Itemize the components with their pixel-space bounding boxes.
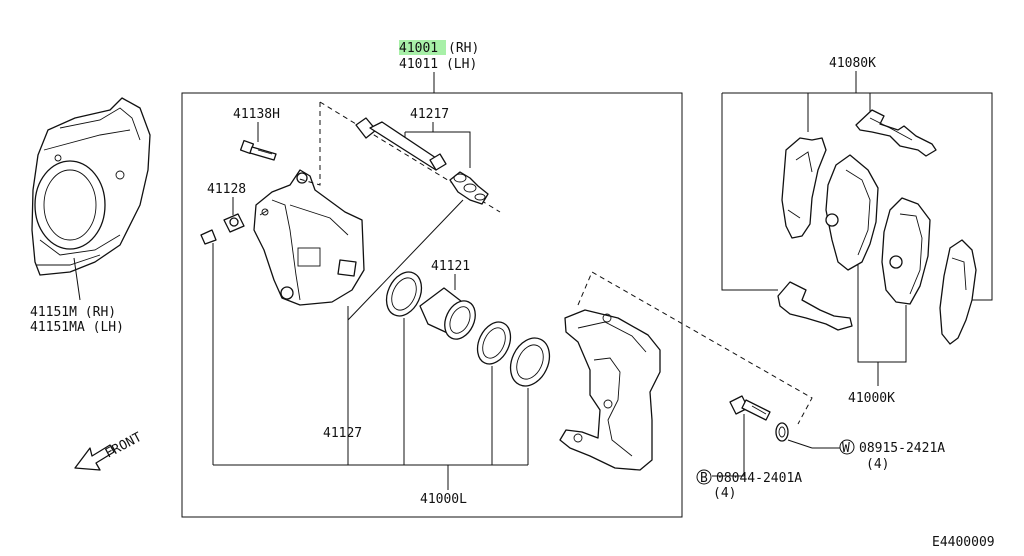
washer-prefix: W [842,441,850,456]
label-41001-number[interactable]: 41001 [399,41,438,56]
label-41128[interactable]: 41128 [207,182,246,197]
pin-boot[interactable] [449,171,489,205]
label-41151ma[interactable]: 41151MA (LH) [30,320,124,335]
label-41127[interactable]: 41127 [323,426,362,441]
label-bolt-qty: (4) [713,486,736,501]
label-41000k[interactable]: 41000K [848,391,895,406]
label-41080k[interactable]: 41080K [829,56,876,71]
label-41217[interactable]: 41217 [410,107,449,122]
bleeder-screw[interactable] [200,213,245,245]
part-highlight [399,40,446,55]
label-41000l[interactable]: 41000L [420,492,467,507]
caliper-body[interactable] [253,169,365,306]
piston-boot[interactable] [471,317,517,370]
mounting-bolt[interactable] [729,395,771,421]
front-label: FRONT [103,430,145,462]
bolt-prefix: B [700,471,708,486]
torque-member[interactable] [559,309,661,471]
washer-symbol [839,439,855,455]
brake-pad-inner[interactable] [881,197,931,305]
caliper-bolt[interactable] [239,139,277,161]
label-41001-side: (RH) [448,41,479,56]
baffle-plate[interactable] [31,97,151,276]
bolt-symbol [696,469,712,485]
pad-shim-outer[interactable] [781,137,827,239]
caliper-assembly-box [181,92,683,518]
guide-pin[interactable] [355,117,447,171]
pad-shim-top[interactable] [855,109,937,157]
pad-shim-bottom[interactable] [777,281,853,331]
label-41138h[interactable]: 41138H [233,107,280,122]
label-41011[interactable]: 41011 (LH) [399,57,477,72]
label-washer-qty: (4) [866,457,889,472]
mounting-washer[interactable] [775,422,789,442]
pad-shim-inner[interactable] [939,239,977,345]
diagram-id: E4400009 [932,535,995,550]
label-08044-2401a[interactable]: 08044-2401A [716,471,802,486]
label-08915-2421a[interactable]: 08915-2421A [859,441,945,456]
piston-seal[interactable] [380,266,428,321]
piston[interactable] [419,287,481,344]
label-41121[interactable]: 41121 [431,259,470,274]
brake-pad-outer[interactable] [825,154,879,271]
piston-ring[interactable] [503,332,557,393]
label-41151m[interactable]: 41151M (RH) [30,305,116,320]
front-arrow: FRONT [74,430,145,471]
